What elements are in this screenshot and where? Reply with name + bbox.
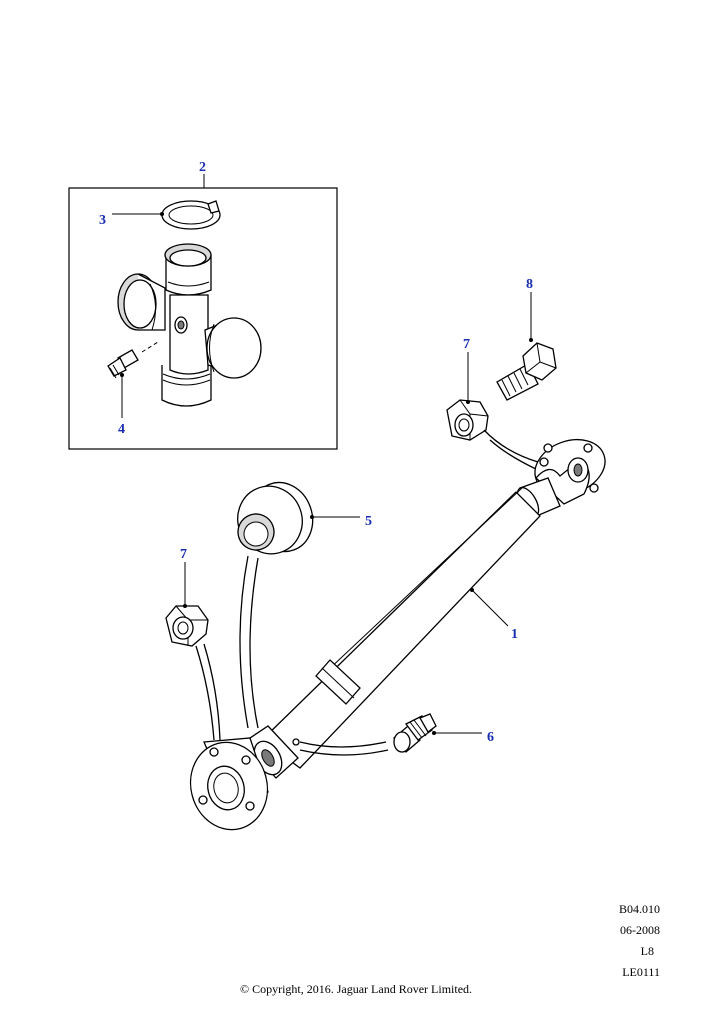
leader-dot-4 bbox=[120, 373, 124, 377]
grease-nipple-large-part bbox=[393, 713, 437, 753]
callout-3: 3 bbox=[99, 213, 106, 228]
inset-box bbox=[68, 187, 338, 450]
leader-dot-3 bbox=[160, 212, 164, 216]
leader-dot-5 bbox=[310, 515, 314, 519]
reference-drawing-id: LE0111 bbox=[622, 965, 660, 979]
reference-level: L8 bbox=[640, 944, 654, 958]
leader-dot-7b bbox=[183, 604, 187, 608]
reference-date: 06-2008 bbox=[620, 923, 660, 937]
leader-dot-8 bbox=[529, 338, 533, 342]
callout-7a: 7 bbox=[463, 337, 470, 352]
universal-joint-spider-part bbox=[117, 243, 262, 407]
leader-dot-6 bbox=[432, 731, 436, 735]
grease-nipple-small-part bbox=[107, 341, 159, 379]
circlip-part bbox=[161, 200, 221, 230]
nut-lower-part bbox=[165, 605, 209, 647]
copyright-notice: © Copyright, 2016. Jaguar Land Rover Lim… bbox=[239, 982, 473, 996]
callout-5: 5 bbox=[365, 514, 372, 529]
gaiter-part bbox=[237, 481, 314, 555]
callout-4: 4 bbox=[118, 422, 125, 437]
callout-7b: 7 bbox=[180, 547, 187, 562]
leader-dot-1 bbox=[470, 588, 474, 592]
propeller-shaft-part bbox=[189, 438, 606, 831]
reference-code: B04.010 bbox=[618, 902, 660, 916]
callout-6: 6 bbox=[487, 730, 494, 745]
callout-2: 2 bbox=[199, 160, 206, 175]
leader-line-1 bbox=[471, 589, 509, 627]
callout-8: 8 bbox=[526, 277, 533, 292]
callout-1: 1 bbox=[511, 627, 518, 642]
bolt-part bbox=[496, 342, 557, 401]
nut-top-part bbox=[446, 399, 489, 441]
leader-dot-7a bbox=[466, 400, 470, 404]
